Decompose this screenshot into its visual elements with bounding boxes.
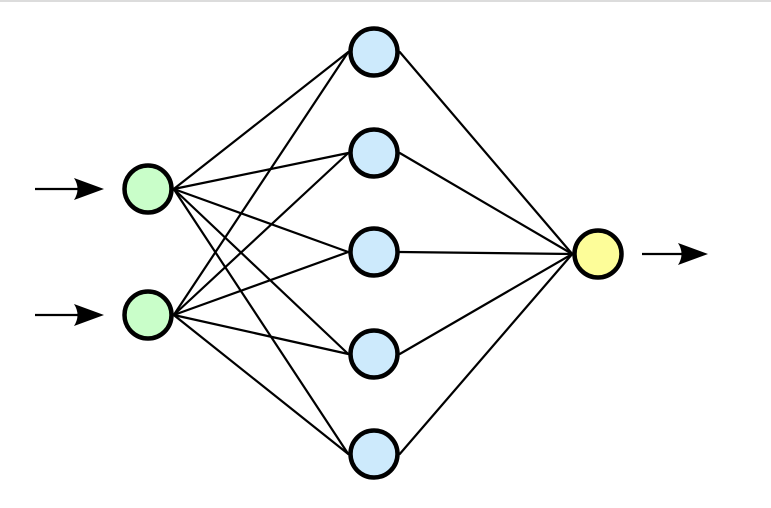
- edge-input-2-hidden-3: [172, 250, 350, 317]
- edge-hidden-5-output-1: [398, 252, 574, 456]
- edge-input-2-hidden-2: [172, 151, 350, 317]
- edge-input-1-hidden-2: [172, 151, 350, 191]
- output-node-1: [572, 228, 624, 280]
- edge-input-1-hidden-3: [172, 187, 350, 254]
- edge-input-2-hidden-4: [172, 313, 350, 356]
- hidden-node-3: [348, 226, 400, 278]
- input-node-2: [122, 289, 174, 341]
- edge-input-1-hidden-1: [172, 50, 350, 191]
- input-arrow-1-head-icon: [74, 178, 104, 200]
- input-arrow-2-head-icon: [74, 304, 104, 326]
- hidden-node-4: [348, 328, 400, 380]
- edge-input-1-hidden-4: [172, 187, 350, 356]
- hidden-node-1: [348, 26, 400, 78]
- input-node-1: [122, 163, 174, 215]
- edge-input-1-hidden-5: [172, 187, 350, 456]
- edge-hidden-2-output-1: [398, 151, 574, 256]
- edge-hidden-1-output-1: [398, 50, 574, 256]
- edge-hidden-4-output-1: [398, 252, 574, 356]
- edge-input-2-hidden-1: [172, 50, 350, 317]
- output-arrow-head-icon: [678, 243, 708, 265]
- edge-hidden-3-output-1: [398, 250, 574, 256]
- hidden-node-2: [348, 127, 400, 179]
- hidden-node-5: [348, 428, 400, 480]
- edge-input-2-hidden-5: [172, 313, 350, 456]
